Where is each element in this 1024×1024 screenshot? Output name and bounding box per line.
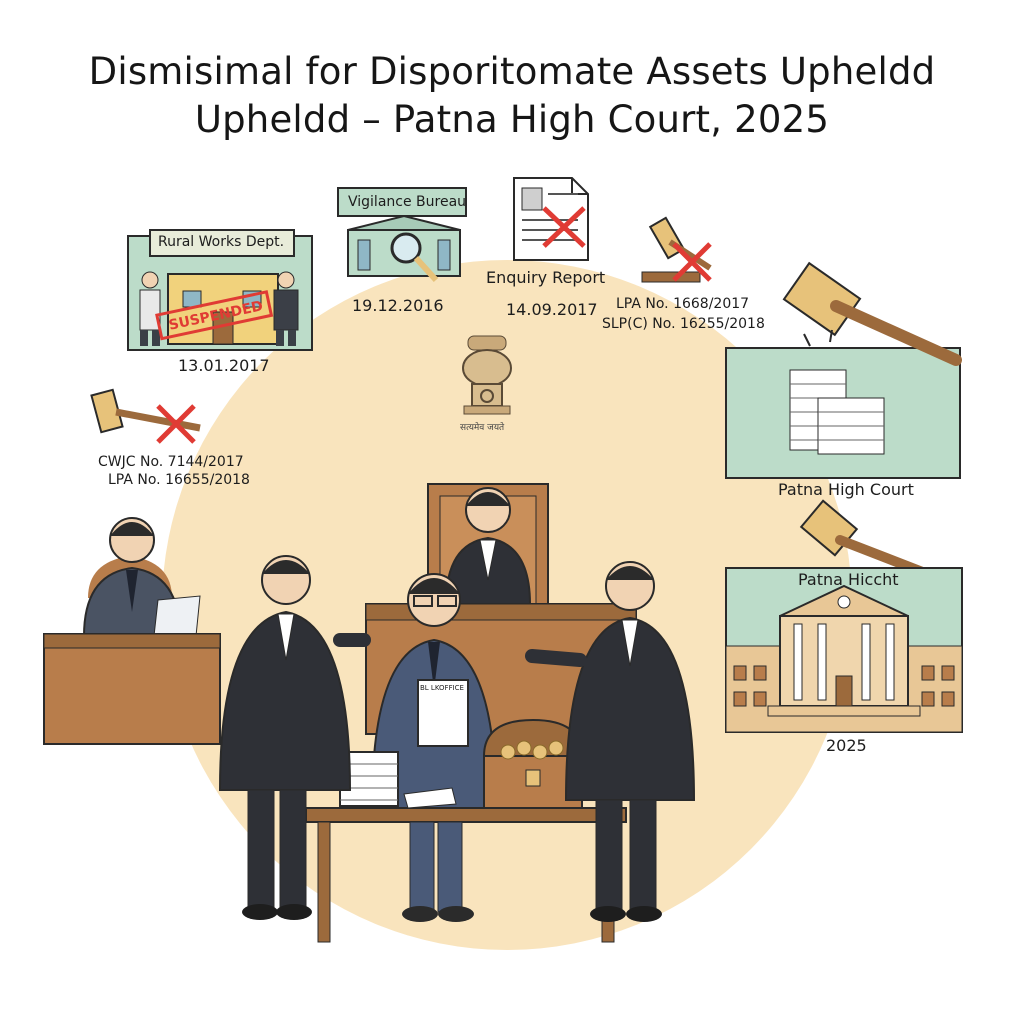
vigilance-illustration: [337, 187, 467, 283]
high-court-building-sign: Patna Hiccht: [798, 570, 899, 589]
rural-works-illustration: [127, 229, 313, 351]
enquiry-report-icon: [513, 177, 589, 261]
national-emblem-icon: [462, 335, 512, 415]
vigilance-date: 19.12.2016: [352, 296, 444, 315]
rural-works-sign: Rural Works Dept.: [158, 234, 285, 250]
gavel-rejected-icon-left: [90, 388, 201, 444]
high-court-year: 2025: [826, 736, 867, 755]
gavel-rejected-icon-top: [641, 216, 712, 283]
high-court-building-panel: [725, 499, 963, 733]
emblem-caption: सत्यमेव जयते: [460, 423, 505, 433]
rural-works-date: 13.01.2017: [178, 356, 270, 375]
vigilance-sign: Vigilance Bureau: [348, 194, 467, 210]
enquiry-report-label: Enquiry Report: [486, 268, 606, 287]
enquiry-report-date: 14.09.2017: [506, 300, 598, 319]
lpa-top-line1: LPA No. 1668/2017: [616, 296, 750, 312]
high-court-files-label: Patna High Court: [778, 480, 914, 499]
high-court-files-panel: [725, 261, 962, 479]
accused-paper-text: BL LKOFFICE: [420, 684, 464, 692]
rural-works-panel: Rural Works Dept. SUSPENDED: [127, 229, 313, 351]
page-title-line1: Dismisimal for Disporitomate Assets Uphe…: [88, 50, 936, 93]
page-title-line2: Upheldd – Patna High Court, 2025: [194, 98, 830, 141]
cwjc-line1: CWJC No. 7144/2017: [98, 454, 244, 470]
vigilance-panel: Vigilance Bureau: [337, 186, 467, 286]
lpa-top-line2: SLP(C) No. 16255/2018: [602, 316, 765, 332]
cwjc-line2: LPA No. 16655/2018: [108, 472, 250, 488]
